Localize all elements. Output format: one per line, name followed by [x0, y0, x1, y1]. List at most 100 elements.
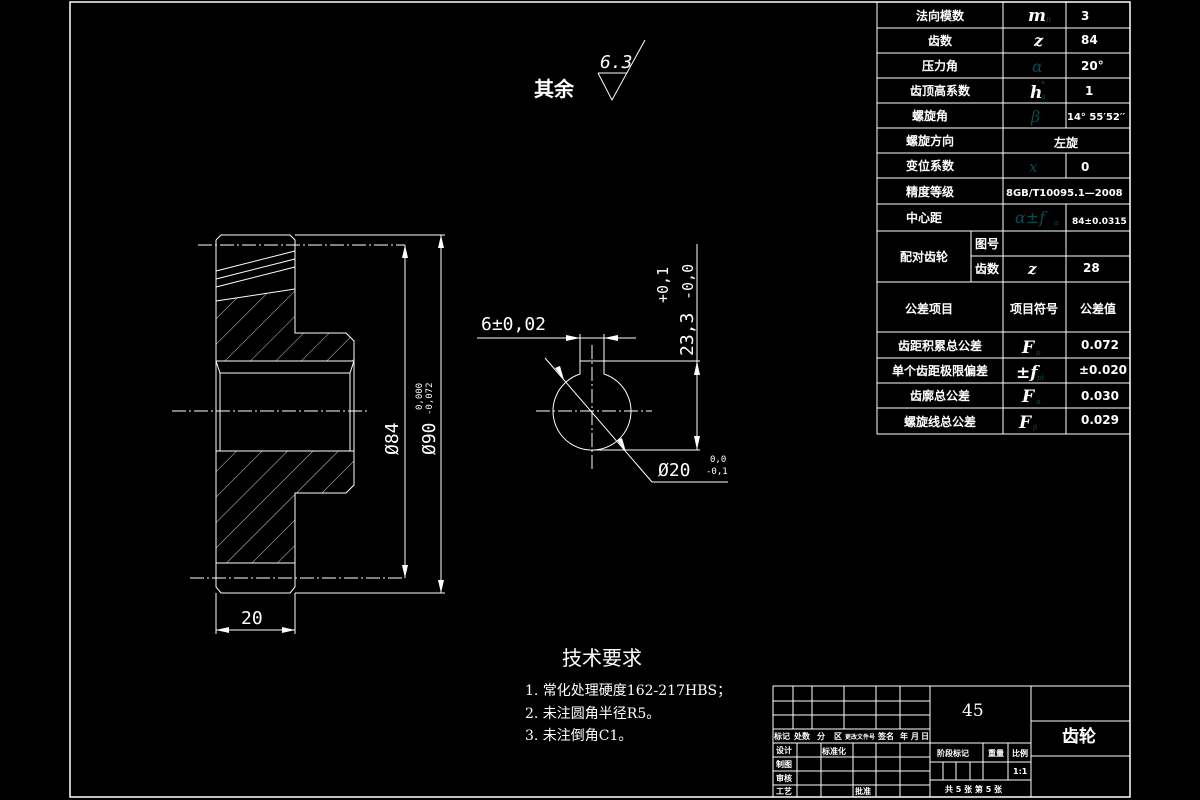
tb-scale-label: 比例 — [1012, 748, 1028, 758]
dim-width-20: 20 — [241, 608, 263, 629]
tb-row-standardize: 标准化 — [821, 746, 846, 756]
keyway-section-view: 6±0,02 23,3 +0,1 -0,0 Ø20 0,0 -0,1 — [477, 244, 728, 483]
tol-name: 螺旋线总公差 — [904, 414, 976, 429]
tb-header: 日 — [921, 732, 929, 741]
tb-row-label: 审核 — [776, 773, 792, 783]
title-block: 45 齿轮 标记 处数 分 区 更改文件号 签名 年 月 日 设计 标准化 制图… — [772, 685, 1131, 798]
dim-keyway-width: 6±0,02 — [481, 314, 546, 335]
tol-header-symbol: 项目符号 — [1010, 301, 1058, 316]
param-name: 齿数 — [928, 33, 953, 48]
dim-bore-tol-upper: 0,0 — [710, 455, 726, 465]
tol-header-value: 公差值 — [1080, 301, 1116, 316]
tb-row-label: 工艺 — [776, 786, 792, 796]
param-symbol-sub: n — [1046, 15, 1051, 24]
tb-header: 标记 — [773, 731, 790, 741]
dim-keyway-depth: 23,3 — [677, 313, 698, 356]
param-value: 3 — [1081, 9, 1089, 23]
param-value: 20° — [1081, 59, 1104, 73]
param-symbol: m — [1028, 6, 1046, 26]
mating-teeth-symbol: z — [1027, 260, 1037, 278]
tol-symbol: F — [1018, 413, 1033, 433]
tol-name: 齿距积累总公差 — [898, 338, 982, 353]
mating-teeth-value: 28 — [1083, 261, 1100, 275]
tb-header: 处数 — [793, 731, 811, 741]
tb-row-approve: 批准 — [855, 786, 871, 796]
roughness-value: 6.3 — [600, 52, 633, 73]
dim-dia-90: Ø90 — [419, 422, 440, 455]
dim-dia-84: Ø84 — [382, 422, 403, 455]
tech-req-item: 2. 未注圆角半径R5。 — [525, 706, 660, 722]
tb-row-label: 设计 — [776, 745, 792, 755]
dim-dia-90-tol-upper: 0,000 — [415, 383, 425, 410]
dim-keyway-depth-tol-upper: +0,1 — [654, 267, 672, 303]
tb-header: 签名 — [877, 731, 894, 741]
param-name: 螺旋方向 — [906, 133, 954, 148]
mating-drawing-no-label: 图号 — [975, 236, 999, 251]
tech-req-item: 3. 未注倒角C1。 — [525, 728, 632, 744]
param-value: 84±0.0315 — [1072, 217, 1127, 227]
tol-symbol: ±f — [1016, 363, 1040, 383]
material: 45 — [962, 701, 984, 721]
param-name: 压力角 — [922, 58, 958, 73]
param-name: 法向模数 — [916, 8, 965, 23]
tb-header: 分 — [817, 731, 825, 741]
tb-stage-label: 阶段标记 — [937, 748, 969, 758]
param-symbol: h — [1030, 83, 1042, 103]
param-symbol-sub: a — [1041, 92, 1046, 101]
tol-name: 齿廓总公差 — [910, 388, 970, 403]
tb-header: 更改文件号 — [845, 733, 875, 741]
tol-value: 0.030 — [1081, 389, 1119, 403]
param-symbol: α±f — [1015, 208, 1048, 227]
param-symbol: α — [1032, 57, 1043, 76]
mating-teeth-label: 齿数 — [975, 261, 1000, 276]
param-symbol: β — [1030, 107, 1040, 126]
param-symbol-sub: α — [1054, 219, 1059, 227]
tb-header: 年 — [900, 731, 908, 741]
surface-roughness-symbol: 其余 6.3 — [534, 39, 646, 102]
tech-req-title: 技术要求 — [562, 646, 642, 670]
dim-keyway-depth-tol-lower: -0,0 — [679, 264, 697, 300]
param-value: 0 — [1081, 160, 1089, 174]
tb-row-label: 制图 — [776, 759, 792, 769]
dim-dia-90-tol-lower: -0,072 — [425, 382, 435, 415]
tol-symbol-sub: p — [1036, 349, 1041, 357]
gear-section-view: Ø84 Ø90 0,000 -0,072 20 — [172, 234, 445, 634]
tol-name: 单个齿距极限偏差 — [892, 363, 988, 378]
param-symbol-sup: * — [1041, 80, 1045, 89]
param-name: 齿顶高系数 — [910, 83, 971, 98]
tb-header: 月 — [910, 732, 919, 741]
param-value: 84 — [1081, 33, 1098, 47]
tol-symbol-sub: pt — [1037, 374, 1044, 382]
gear-parameters-table: 法向模数 齿数 压力角 齿顶高系数 螺旋角 螺旋方向 变位系数 精度等级 中心距… — [876, 1, 1131, 435]
tol-header-item: 公差项目 — [905, 301, 953, 316]
tech-req-item: 1. 常化处理硬度162-217HBS； — [525, 683, 731, 699]
tol-symbol: F — [1021, 387, 1036, 407]
param-value-helix-direction: 左旋 — [1053, 135, 1079, 150]
param-symbol: x — [1029, 158, 1038, 176]
tol-value: ±0.020 — [1079, 363, 1127, 377]
tb-sheet-text: 共 5 张 第 5 张 — [945, 784, 1003, 794]
dim-bore-dia: Ø20 — [658, 460, 691, 481]
param-name: 变位系数 — [906, 158, 955, 173]
param-symbol: z — [1033, 31, 1044, 50]
tb-header: 区 — [834, 732, 842, 741]
tol-value: 0.072 — [1081, 338, 1119, 352]
tb-weight-label: 重量 — [988, 748, 1004, 758]
tol-value: 0.029 — [1081, 413, 1119, 427]
roughness-label: 其余 — [534, 77, 575, 101]
param-name: 螺旋角 — [912, 108, 948, 123]
tb-scale-value: 1:1 — [1013, 767, 1028, 776]
param-name: 精度等级 — [906, 184, 954, 199]
technical-requirements: 技术要求 1. 常化处理硬度162-217HBS； 2. 未注圆角半径R5。 3… — [525, 646, 731, 744]
param-value: 1 — [1085, 84, 1093, 98]
tol-symbol-sub: β — [1032, 424, 1037, 432]
part-name: 齿轮 — [1062, 726, 1096, 747]
tol-symbol: F — [1021, 338, 1036, 358]
param-value: 8GB/T10095.1—2008 — [1006, 188, 1123, 199]
tol-symbol-sub: α — [1036, 398, 1041, 406]
drawing-frame — [69, 1, 1131, 798]
mating-gear-label: 配对齿轮 — [900, 249, 949, 264]
dim-bore-tol-lower: -0,1 — [706, 467, 728, 477]
param-name: 中心距 — [906, 210, 942, 225]
